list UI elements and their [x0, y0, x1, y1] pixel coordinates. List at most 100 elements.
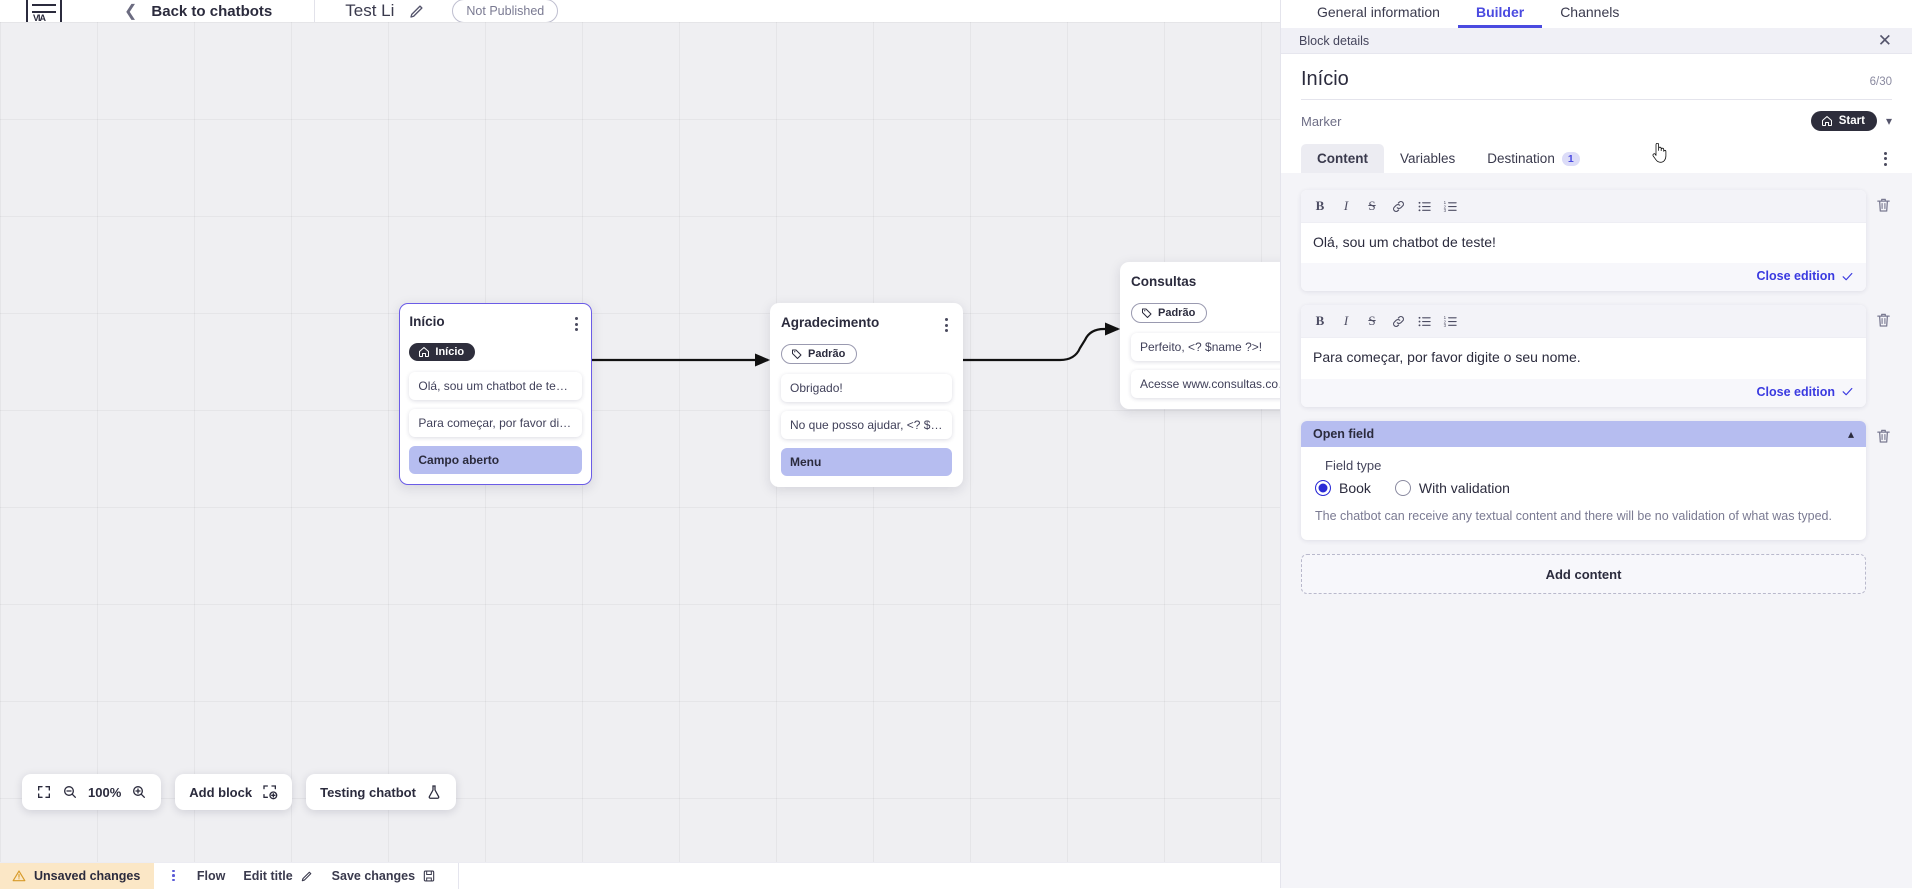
- tab-variables[interactable]: Variables: [1384, 144, 1471, 173]
- add-content-button[interactable]: Add content: [1301, 554, 1866, 594]
- close-icon[interactable]: ✕: [1878, 32, 1892, 49]
- close-edition-label: Close edition: [1757, 385, 1835, 399]
- flow-button[interactable]: Flow: [197, 869, 225, 883]
- testing-chatbot-button[interactable]: Testing chatbot: [306, 774, 456, 810]
- editor-text[interactable]: Olá, sou um chatbot de teste!: [1301, 223, 1866, 263]
- back-to-chatbots-link[interactable]: Back to chatbots: [151, 3, 272, 20]
- flow-node-inicio[interactable]: Início Início Olá, sou um chatbot de tes…: [399, 303, 592, 485]
- save-icon: [422, 869, 436, 883]
- node-header: Consultas: [1131, 274, 1302, 294]
- svg-text:3: 3: [1443, 208, 1446, 213]
- tab-general-information[interactable]: General information: [1299, 4, 1458, 28]
- panel-header-section: Início 6/30 Marker Start ▾ Content Varia…: [1281, 54, 1912, 173]
- svg-text:3: 3: [1443, 323, 1446, 328]
- bold-icon[interactable]: B: [1307, 310, 1333, 332]
- flow-label: Flow: [197, 869, 225, 883]
- close-edition-button[interactable]: Close edition: [1757, 269, 1854, 283]
- delete-icon[interactable]: [1875, 195, 1892, 215]
- bullet-list-icon[interactable]: [1411, 310, 1437, 332]
- check-icon: [1841, 270, 1854, 283]
- tab-variables-label: Variables: [1400, 151, 1455, 166]
- node-message[interactable]: Para começar, por favor digite o ...: [409, 409, 581, 437]
- chatbot-title: Test Li: [345, 1, 394, 21]
- top-divider: [314, 0, 315, 22]
- fit-screen-icon[interactable]: [36, 784, 52, 800]
- zoom-in-icon[interactable]: [131, 784, 147, 800]
- bullet-list-icon[interactable]: [1411, 195, 1437, 217]
- content-item: Open field ▴ Field type Book With valida…: [1301, 421, 1892, 541]
- node-message[interactable]: Olá, sou um chatbot de teste!: [409, 372, 581, 400]
- node-header: Início: [409, 314, 581, 334]
- flow-node-agradecimento[interactable]: Agradecimento Padrão Obrigado! No que po…: [770, 303, 963, 487]
- edit-pencil-icon[interactable]: [408, 2, 426, 20]
- open-field-section: Open field ▴ Field type Book With valida…: [1301, 421, 1866, 541]
- editor-text[interactable]: Para começar, por favor digite o seu nom…: [1301, 338, 1631, 378]
- delete-icon[interactable]: [1875, 426, 1892, 446]
- edit-title-button[interactable]: Edit title: [243, 869, 313, 883]
- tab-builder[interactable]: Builder: [1458, 4, 1542, 28]
- chevron-up-icon[interactable]: ▴: [1848, 427, 1854, 441]
- node-menu-button[interactable]: [571, 314, 582, 334]
- open-field-title: Open field: [1313, 427, 1374, 441]
- node-message-highlighted[interactable]: Menu: [781, 448, 952, 476]
- page-title: Início: [1301, 68, 1349, 91]
- radio-with-validation-label: With validation: [1419, 480, 1510, 496]
- radio-book[interactable]: [1315, 480, 1331, 496]
- field-type-label: Field type: [1325, 458, 1852, 473]
- delete-icon[interactable]: [1875, 310, 1892, 330]
- add-block-icon: [262, 784, 278, 800]
- editor-footer: Close edition: [1301, 263, 1866, 291]
- strikethrough-icon[interactable]: S: [1359, 195, 1385, 217]
- node-message-highlighted[interactable]: Campo aberto: [409, 446, 581, 474]
- zoom-controls[interactable]: 100%: [22, 774, 161, 810]
- add-block-button[interactable]: Add block: [175, 774, 292, 810]
- marker-control[interactable]: Start ▾: [1811, 111, 1892, 131]
- block-title-row: Início 6/30: [1301, 68, 1892, 91]
- tab-destination[interactable]: Destination 1: [1471, 144, 1595, 173]
- marker-value: Start: [1839, 115, 1865, 127]
- open-field-description: The chatbot can receive any textual cont…: [1315, 507, 1852, 526]
- node-message[interactable]: No que posso ajudar, <? $name ...: [781, 411, 952, 439]
- node-message[interactable]: Acesse www.consultas.com par...: [1131, 370, 1302, 398]
- destination-count-badge: 1: [1562, 152, 1580, 166]
- save-changes-label: Save changes: [332, 869, 415, 883]
- italic-icon[interactable]: I: [1333, 195, 1359, 217]
- zoom-out-icon[interactable]: [62, 784, 78, 800]
- edit-title-label: Edit title: [243, 869, 292, 883]
- save-changes-button[interactable]: Save changes: [332, 869, 436, 883]
- strikethrough-icon[interactable]: S: [1359, 310, 1385, 332]
- field-type-radio-group: Book With validation: [1315, 480, 1852, 496]
- app-logo[interactable]: VIA: [26, 0, 62, 22]
- node-message[interactable]: Perfeito, <? $name ?>!: [1131, 333, 1302, 361]
- node-message[interactable]: Obrigado!: [781, 374, 952, 402]
- back-chevron-icon[interactable]: ❮: [124, 1, 137, 21]
- tab-content[interactable]: Content: [1301, 144, 1384, 173]
- marker-start-badge[interactable]: Start: [1811, 111, 1877, 131]
- open-field-header[interactable]: Open field ▴: [1301, 421, 1866, 447]
- radio-with-validation[interactable]: [1395, 480, 1411, 496]
- link-icon[interactable]: [1385, 310, 1411, 332]
- node-tag-padrao: Padrão: [781, 344, 857, 364]
- bold-icon[interactable]: B: [1307, 195, 1333, 217]
- tag-icon: [791, 348, 803, 360]
- node-menu-button[interactable]: [941, 315, 952, 335]
- canvas-toolbar: 100% Add block Testing chatbot: [22, 774, 456, 810]
- chevron-down-icon[interactable]: ▾: [1886, 114, 1892, 128]
- close-edition-button[interactable]: Close edition: [1757, 385, 1854, 399]
- node-tag-label: Padrão: [808, 348, 845, 360]
- link-icon[interactable]: [1385, 195, 1411, 217]
- publish-status-badge: Not Published: [452, 0, 558, 22]
- statusbar-menu-button[interactable]: [168, 866, 179, 886]
- unsaved-changes-badge: Unsaved changes: [0, 863, 154, 889]
- tab-channels[interactable]: Channels: [1542, 4, 1637, 28]
- panel-overflow-menu-button[interactable]: [1879, 147, 1892, 171]
- zoom-level: 100%: [88, 785, 121, 800]
- node-tag-label: Início: [435, 346, 464, 358]
- italic-icon[interactable]: I: [1333, 310, 1359, 332]
